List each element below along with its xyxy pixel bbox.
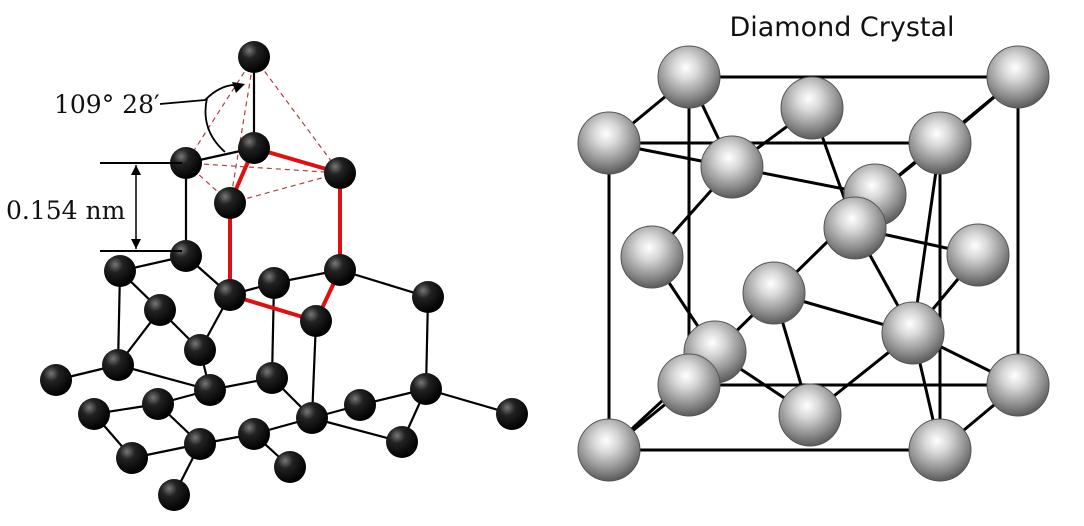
lattice-atoms [40,41,528,511]
diamond-crystal-unit-cell: Diamond Crystal [577,12,1050,482]
carbon-atom [78,398,110,430]
angle-label: 109° 28′ [54,90,160,119]
crystal-atom [823,196,887,260]
carbon-atom [214,279,246,311]
carbon-atom [170,147,202,179]
carbon-atom [144,294,176,326]
diamond-lattice-diagram: 109° 28′ 0.154 nm [6,41,528,511]
dimension-arrow-down-icon [131,239,141,249]
carbon-atom [258,267,290,299]
carbon-atom [214,187,246,219]
carbon-atom [300,305,332,337]
carbon-atom [40,364,72,396]
crystal-atom [700,135,764,199]
crystal-atom [657,45,721,109]
annotations: 109° 28′ 0.154 nm [6,82,245,252]
carbon-atom [274,451,306,483]
crystal-atom [620,225,684,289]
carbon-atom [344,389,376,421]
crystal-atom [780,76,844,140]
guide-line [253,56,341,174]
crystal-atom [657,353,721,417]
crystal-atom [908,418,972,482]
guide-line [185,162,341,174]
crystal-bond [911,142,942,334]
carbon-atom [324,254,356,286]
crystal-atom [881,301,945,365]
bond-line [310,320,318,419]
cube-edges [607,75,1020,452]
angle-leader-line [159,83,241,105]
guide-line [185,56,255,164]
crystal-atom [908,111,972,175]
crystal-atom [742,261,806,325]
carbon-atom [142,388,174,420]
carbon-atom [170,240,202,272]
crystal-atom [946,223,1010,287]
diagram-title: Diamond Crystal [729,12,954,43]
carbon-atom [238,418,270,450]
carbon-atom [238,41,270,73]
dimension-arrow-up-icon [131,165,141,175]
bond-length-label: 0.154 nm [6,196,126,225]
carbon-atom [158,479,190,511]
crystal-atom [778,383,842,447]
carbon-atom [386,426,418,458]
carbon-atom [194,374,226,406]
guide-line [229,172,341,204]
carbon-atom [496,398,528,430]
carbon-atom [410,373,442,405]
carbon-atom [104,255,136,287]
carbon-atom [184,428,216,460]
crystal-atom [986,45,1050,109]
angle-arrow-icon [232,82,245,93]
carbon-atom [102,349,134,381]
carbon-atom [256,362,288,394]
carbon-atom [324,157,356,189]
crystal-atom [577,418,641,482]
carbon-atom [296,402,328,434]
carbon-atom [412,281,444,313]
angle-arc [204,97,226,153]
crystal-atom [986,353,1050,417]
guide-line [229,56,255,204]
carbon-atom [116,442,148,474]
crystal-atom [577,111,641,175]
hexagon-ring-highlight [228,146,342,323]
crystal-atoms [577,45,1050,482]
carbon-atom [238,132,270,164]
carbon-atom [184,334,216,366]
